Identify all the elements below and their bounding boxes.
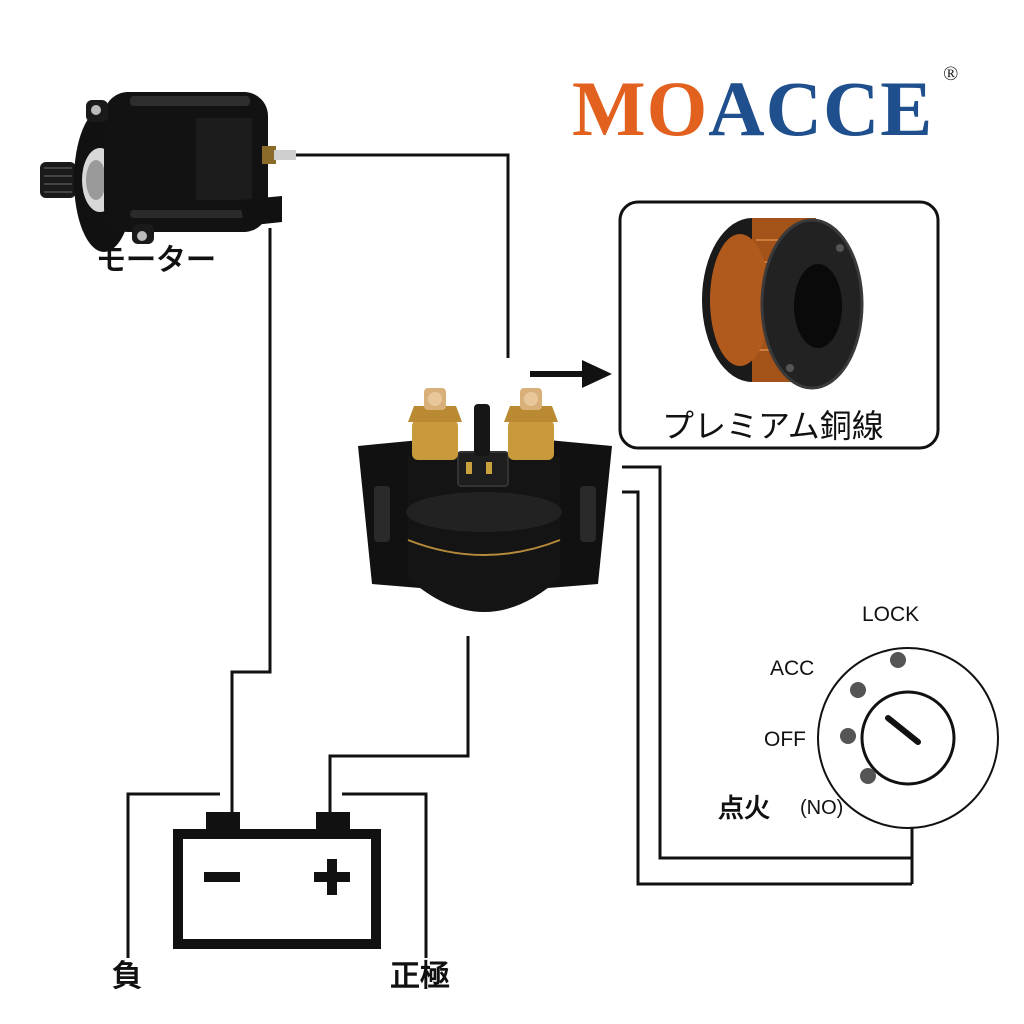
battery-body (173, 829, 381, 949)
switch-dot-on (860, 768, 876, 784)
copper-wire-spool-icon (702, 218, 864, 390)
wire-relay-to-ignition-b (622, 490, 912, 886)
wire-negative-lead (126, 792, 220, 958)
battery-positive-post (316, 812, 350, 834)
wire-positive-lead (342, 792, 428, 958)
motor-label: モーター (96, 243, 216, 278)
switch-dot-off (840, 728, 856, 744)
battery-icon (173, 812, 381, 949)
right-arrow-icon (530, 360, 612, 388)
wire-motor-to-relay (296, 153, 510, 358)
registered-mark: ® (943, 63, 960, 85)
battery-minus-symbol (204, 872, 240, 882)
ignition-switch-icon (817, 647, 999, 829)
starter-motor-icon (40, 92, 296, 252)
switch-dot-acc (850, 682, 866, 698)
wires (126, 153, 914, 958)
brand-logo-part2: ACCE (708, 65, 934, 152)
switch-position-acc: ACC (770, 657, 815, 680)
negative-label: 負 (112, 959, 142, 994)
brand-logo-part1: MO (572, 65, 709, 152)
positive-label: 正極 (390, 959, 450, 994)
battery-plus-v (327, 859, 337, 895)
switch-position-lock: LOCK (862, 603, 920, 626)
wire-motor-to-battery-negative (230, 228, 272, 812)
brand-logo: MOACCE ® (572, 64, 958, 148)
wire-relay-to-ignition-a (622, 465, 912, 860)
wire-relay-to-battery-positive (328, 636, 470, 812)
copper-wire-label: プレミアム銅線 (662, 407, 884, 445)
switch-position-off: OFF (764, 728, 806, 751)
starter-relay-solenoid-icon (358, 388, 612, 612)
ignition-key-indicator (885, 715, 921, 745)
switch-dot-lock (890, 652, 906, 668)
battery-negative-post (206, 812, 240, 834)
ignition-label: 点火 (718, 794, 771, 824)
ignition-state-label: (NO) (800, 797, 844, 819)
